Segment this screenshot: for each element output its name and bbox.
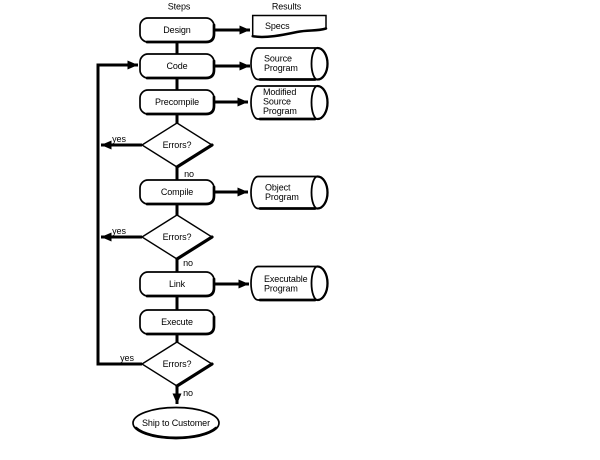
object-program-line2: Program (265, 192, 299, 202)
label-no-2: no (183, 258, 193, 268)
node-object-program: Object Program (250, 175, 329, 210)
source-program-line2: Program (264, 63, 298, 73)
node-source-program: Source Program (250, 46, 329, 81)
precompile-label: Precompile (155, 97, 199, 107)
specs-label: Specs (265, 21, 290, 31)
node-link: Link (139, 271, 216, 298)
node-precompile: Precompile (139, 89, 216, 116)
node-modified-source-program: Modified Source Program (250, 84, 329, 121)
node-executable-program: Executable Program (250, 265, 329, 302)
execute-label: Execute (161, 317, 193, 327)
loop-errors3-to-code (96, 60, 142, 366)
label-yes-3: yes (120, 353, 134, 363)
modified-source-program-line1: Modified (263, 87, 296, 97)
node-compile: Compile (139, 179, 216, 206)
modified-source-program-line3: Program (263, 106, 297, 116)
label-yes-2: yes (112, 226, 126, 236)
label-yes-1: yes (112, 134, 126, 144)
result-arrows (214, 25, 250, 289)
object-program-line1: Object (265, 183, 291, 193)
design-label: Design (163, 25, 191, 35)
node-specs: Specs (251, 14, 328, 39)
results-column-header: Results (272, 2, 302, 12)
errors2-label: Errors? (163, 232, 192, 242)
source-program-line1: Source (264, 54, 292, 64)
node-errors-2: Errors? (140, 214, 214, 261)
errors1-label: Errors? (163, 140, 192, 150)
modified-source-program-line2: Source (263, 97, 291, 107)
code-label: Code (166, 61, 187, 71)
node-execute: Execute (139, 309, 216, 336)
executable-program-line1: Executable (264, 274, 308, 284)
link-label: Link (169, 279, 186, 289)
executable-program-line2: Program (264, 284, 298, 294)
feedback-loops (96, 60, 142, 366)
node-errors-3: Errors? (140, 341, 214, 388)
errors3-label: Errors? (163, 359, 192, 369)
node-code: Code (139, 53, 216, 80)
ship-to-customer-label: Ship to Customer (142, 418, 210, 428)
label-no-1: no (184, 169, 194, 179)
branch-labels: yes no yes no yes no (112, 134, 194, 398)
node-ship-to-customer: Ship to Customer (132, 406, 220, 440)
label-no-3: no (183, 388, 193, 398)
node-design: Design (139, 17, 216, 44)
compile-label: Compile (161, 187, 193, 197)
node-errors-1: Errors? (140, 122, 214, 169)
steps-column-header: Steps (168, 2, 191, 12)
